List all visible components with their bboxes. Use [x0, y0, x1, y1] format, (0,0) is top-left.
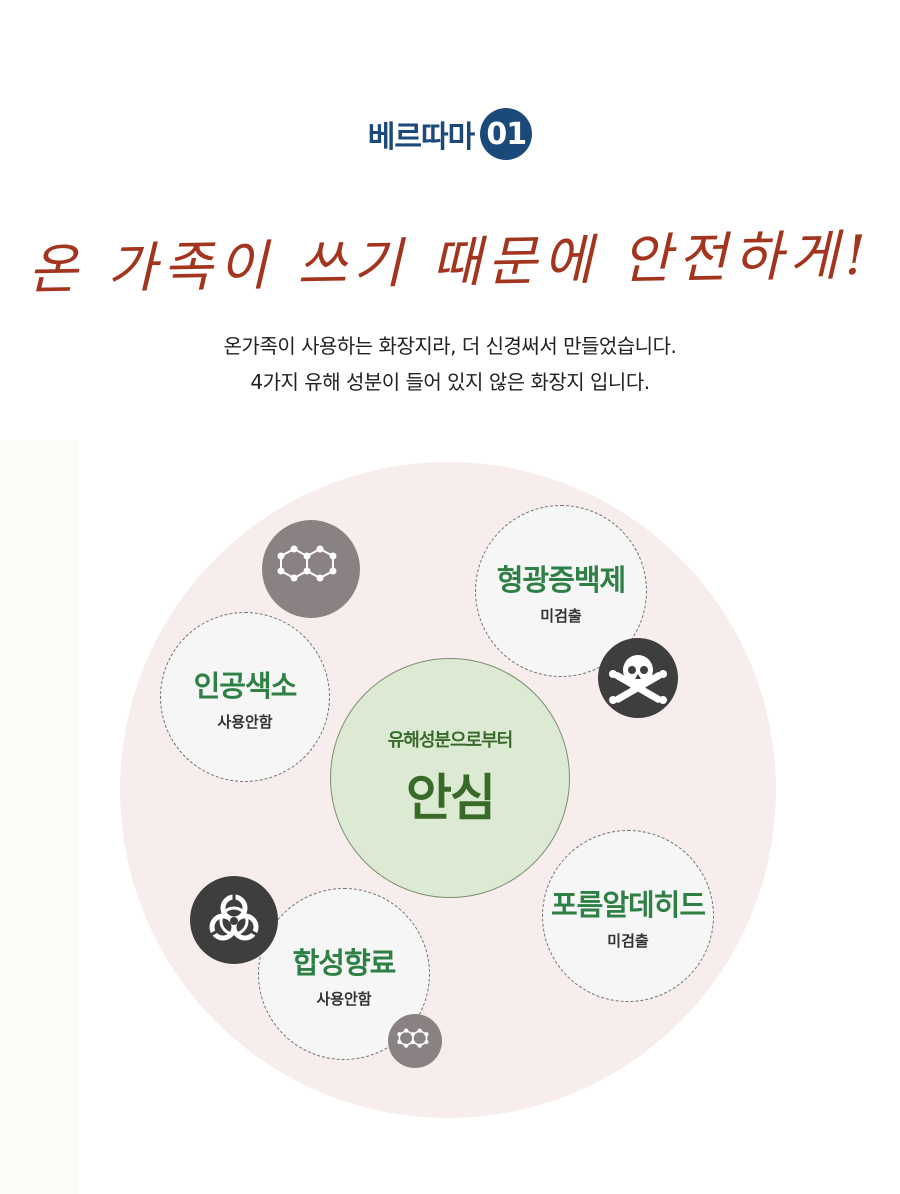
bubble-status: 미검출 [540, 606, 582, 625]
center-caption: 유해성분으로부터 [387, 730, 513, 751]
bubble-status: 사용안함 [217, 712, 273, 731]
bubble-status: 미검출 [607, 931, 649, 950]
chemical-structure-icon [262, 520, 360, 618]
headline: 온 가족이 쓰기 때문에 안전하게! [27, 223, 873, 302]
description: 온가족이 사용하는 화장지라, 더 신경써서 만들었습니다. 4가지 유해 성분… [0, 328, 900, 400]
chemical-structure-icon-small [388, 1014, 442, 1068]
bubble-title: 형광증백제 [496, 562, 626, 597]
skull-crossbones-icon [598, 638, 678, 718]
center-title: 안심 [406, 769, 496, 827]
bubble-formaldehyde: 포름알데히드 미검출 [542, 830, 714, 1002]
bubble-title: 인공색소 [193, 668, 298, 703]
center-circle: 유해성분으로부터 안심 [330, 658, 570, 898]
left-strip [0, 440, 78, 1194]
brand-name: 베르따마 [367, 120, 475, 155]
bubble-title: 합성향료 [292, 945, 397, 980]
bubble-artificial-coloring: 인공색소 사용안함 [160, 612, 330, 782]
biohazard-icon [190, 876, 278, 964]
brand-number: 01 [480, 108, 533, 160]
description-line-1: 온가족이 사용하는 화장지라, 더 신경써서 만들었습니다. [223, 334, 677, 358]
bubble-title: 포름알데히드 [550, 887, 706, 922]
bubble-status: 사용안함 [316, 989, 372, 1008]
brand-badge: 베르따마 01 [0, 108, 900, 160]
description-line-2: 4가지 유해 성분이 들어 있지 않은 화장지 입니다. [250, 370, 650, 394]
